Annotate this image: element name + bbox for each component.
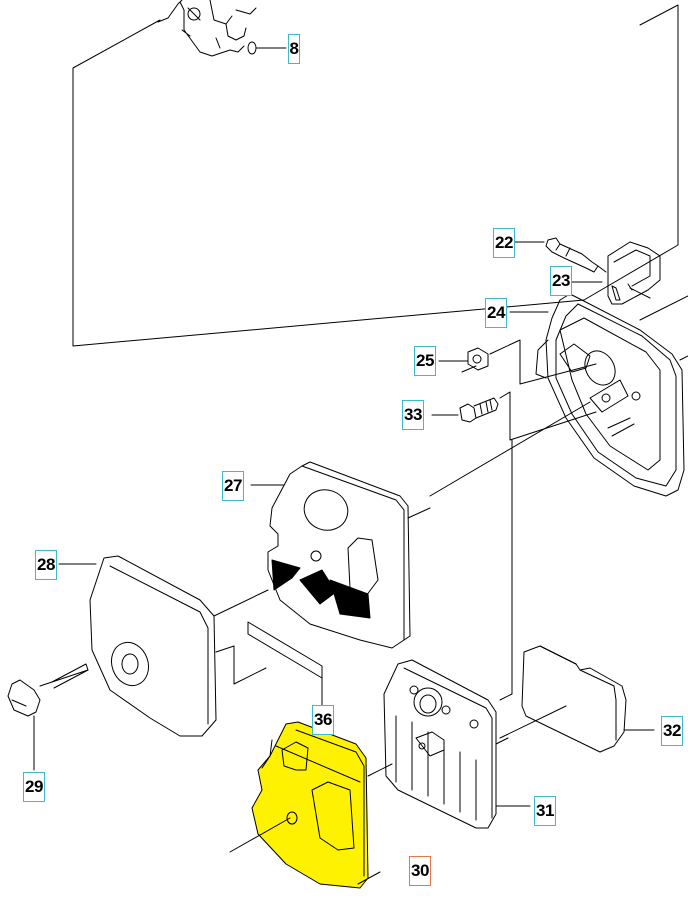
gasket-strip-part[interactable] [247, 621, 323, 707]
intake-base-plate-part[interactable] [509, 293, 688, 497]
filter-holder-arrow-graphic [271, 559, 371, 619]
callout-part-8[interactable]: 8 [288, 34, 300, 64]
callout-part-25[interactable]: 25 [414, 346, 436, 376]
foam-filter-part[interactable] [499, 645, 655, 753]
filter-holder-part[interactable] [250, 461, 431, 649]
air-filter-cover-part[interactable] [58, 555, 269, 737]
callout-part-27[interactable]: 27 [222, 471, 244, 501]
plane-diagonal [73, 5, 678, 346]
callout-part-28[interactable]: 28 [35, 550, 57, 580]
reference-plane-outline [72, 4, 679, 347]
callout-part-24[interactable]: 24 [485, 298, 507, 328]
callout-part-32[interactable]: 32 [661, 716, 683, 746]
callout-part-36[interactable]: 36 [312, 705, 334, 735]
screw-part[interactable] [429, 391, 597, 497]
pre-filter-part[interactable] [229, 721, 393, 889]
callout-part-30-selected[interactable]: 30 [409, 856, 431, 886]
bracket-part[interactable] [571, 241, 661, 305]
callout-part-33[interactable]: 33 [402, 400, 424, 430]
callout-part-31[interactable]: 31 [534, 796, 556, 826]
carburetor-part[interactable] [157, 0, 287, 57]
filter-base-part[interactable] [383, 659, 531, 829]
nut-part[interactable] [438, 339, 597, 385]
pin-part[interactable] [514, 237, 607, 273]
callout-part-22[interactable]: 22 [493, 228, 515, 258]
cover-knob-screw-part[interactable] [7, 663, 89, 771]
callout-part-23[interactable]: 23 [550, 266, 572, 296]
connector-line [499, 439, 513, 701]
callout-part-29[interactable]: 29 [23, 772, 45, 802]
